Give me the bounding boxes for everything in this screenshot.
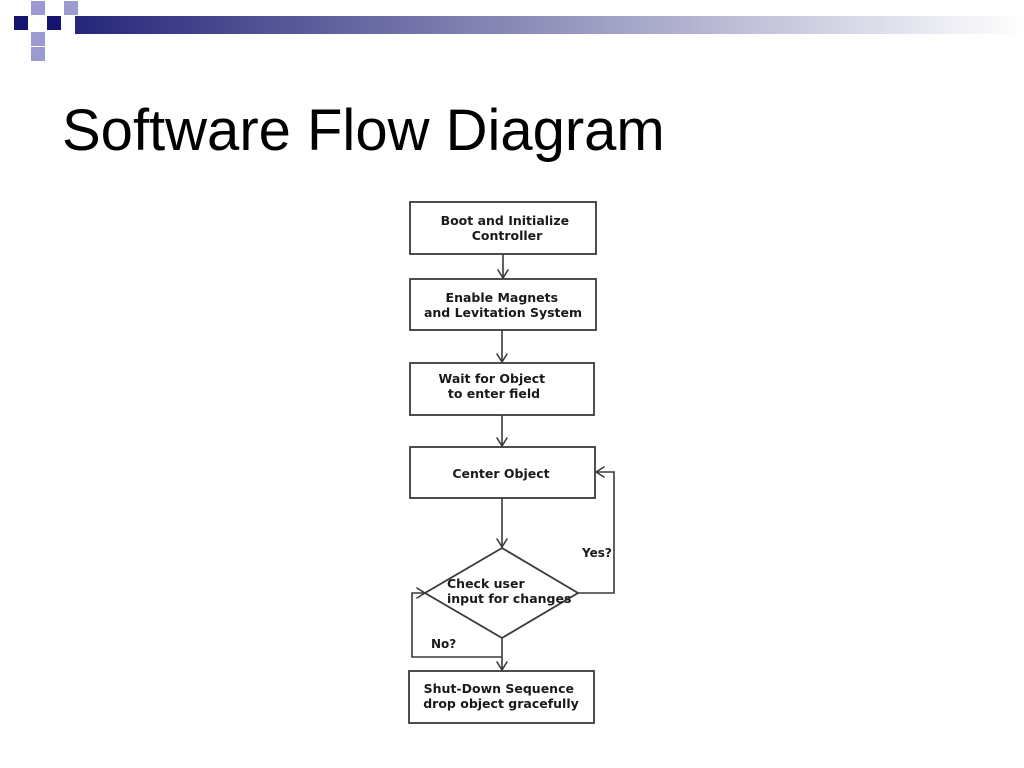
node-boot-label: Boot and Initialize Controller	[441, 213, 574, 243]
edge-no-loop-line	[411, 592, 502, 658]
edge-wait-object-to-center-object	[496, 415, 508, 447]
edge-center-object-to-check-input	[496, 498, 508, 548]
node-enable-magnets-line-2: and Levitation System	[424, 305, 582, 320]
decoration-square-dark-2	[47, 16, 61, 30]
edge-yes-label: Yes?	[581, 546, 612, 560]
node-boot: Boot and Initialize Controller	[409, 201, 597, 255]
edge-no-entry-arrowhead	[416, 587, 426, 599]
node-shutdown: Shut-Down Sequence drop object gracefull…	[408, 670, 595, 724]
node-enable-magnets-line-1: Enable Magnets	[446, 290, 559, 305]
decoration-square-light-1	[31, 1, 45, 15]
node-check-input-line-2: input for changes	[447, 591, 571, 606]
node-enable-magnets-box	[409, 278, 597, 331]
edge-check-input-to-shutdown-arrowhead	[496, 661, 508, 671]
node-center-object-box	[409, 446, 596, 499]
node-shutdown-line-2: drop object gracefully	[423, 696, 579, 711]
node-enable-magnets-label: Enable Magnets and Levitation System	[424, 290, 582, 320]
node-enable-magnets: Enable Magnets and Levitation System	[409, 278, 597, 331]
node-boot-line-1: Boot and Initialize	[441, 213, 570, 228]
node-center-object-label: Center Object	[452, 466, 549, 481]
decoration-square-dark-1	[14, 16, 28, 30]
node-check-input-line-1: Check user	[447, 576, 525, 591]
node-shutdown-line-1: Shut-Down Sequence	[424, 681, 574, 696]
node-wait-object-line-2: to enter field	[448, 386, 540, 401]
node-boot-box	[409, 201, 597, 255]
decoration-gradient-bar	[75, 16, 1024, 34]
node-wait-object-line-1: Wait for Object	[438, 371, 545, 386]
edge-no-path: No?	[411, 587, 508, 671]
decoration-square-light-3	[31, 32, 45, 46]
node-boot-line-2: Controller	[472, 228, 543, 243]
node-wait-object-box	[409, 362, 595, 416]
edge-no-label: No?	[431, 637, 456, 651]
decoration-square-light-4	[31, 47, 45, 61]
node-shutdown-label: Shut-Down Sequence drop object gracefull…	[423, 681, 579, 711]
edge-boot-to-enable-magnets-arrowhead	[497, 269, 509, 279]
node-wait-object: Wait for Object to enter field	[409, 362, 595, 416]
edge-yes-loop: Yes?	[578, 466, 615, 594]
node-check-input: Check user input for changes	[423, 546, 580, 640]
node-shutdown-box	[408, 670, 595, 724]
edge-yes-loop-arrowhead	[595, 466, 605, 478]
edge-center-object-to-check-input-arrowhead	[496, 538, 508, 548]
edge-enable-magnets-to-wait-object	[496, 330, 508, 363]
node-center-object-line-1: Center Object	[452, 466, 549, 481]
edge-yes-loop-line	[578, 471, 615, 594]
slide-title: Software Flow Diagram	[62, 98, 665, 163]
decoration-square-light-2	[64, 1, 78, 15]
title-decoration	[14, 1, 1024, 61]
edge-boot-to-enable-magnets	[497, 254, 509, 279]
node-check-input-label: Check user input for changes	[447, 576, 571, 606]
node-wait-object-label: Wait for Object to enter field	[438, 371, 549, 401]
node-center-object: Center Object	[409, 446, 596, 499]
edge-wait-object-to-center-object-arrowhead	[496, 437, 508, 447]
edge-enable-magnets-to-wait-object-arrowhead	[496, 353, 508, 363]
